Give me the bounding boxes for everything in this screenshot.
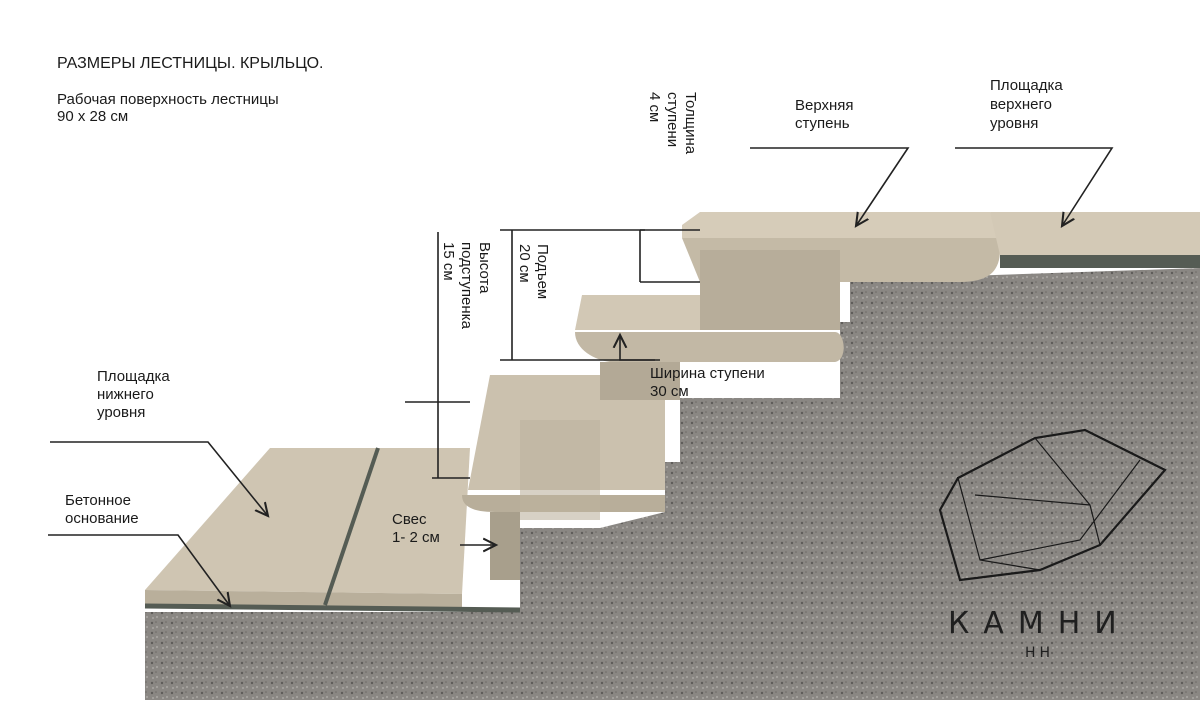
lower-landing-label-1: Площадка bbox=[97, 368, 170, 385]
top-step-label-1: Верхняя bbox=[795, 97, 854, 114]
thickness-label-1: Толщина bbox=[682, 92, 699, 155]
rise-label-1: Подъем bbox=[534, 244, 551, 300]
upper-landing-label-2: верхнего bbox=[990, 96, 1052, 113]
top-step-label-2: ступень bbox=[795, 115, 850, 132]
thickness-label-3: 4 см bbox=[646, 92, 663, 123]
lower-landing-label-3: уровня bbox=[97, 404, 146, 421]
leader-lines bbox=[48, 147, 1114, 606]
lower-landing-slab bbox=[145, 448, 470, 594]
brand-stone-icon bbox=[938, 428, 1167, 582]
brand-name: КАМНИ bbox=[948, 606, 1131, 641]
upper-landing-label-1: Площадка bbox=[990, 77, 1063, 94]
tread-width-label-2: 30 см bbox=[650, 383, 689, 400]
riser-height-label-2: подступенка bbox=[458, 242, 475, 329]
concrete-base-label-2: основание bbox=[65, 510, 139, 527]
thickness-label-2: ступени bbox=[664, 92, 681, 148]
lower-landing-label-2: нижнего bbox=[97, 386, 154, 403]
concrete-base-label-1: Бетонное bbox=[65, 492, 131, 509]
upper-landing-slab bbox=[990, 212, 1200, 255]
rise-label-2: 20 см bbox=[516, 244, 533, 283]
upper-landing-label-3: уровня bbox=[990, 115, 1039, 132]
brand-sub: НН bbox=[1025, 645, 1055, 661]
riser-height-label-3: 15 см bbox=[440, 242, 457, 281]
overhang-label-1: Свес bbox=[392, 511, 427, 528]
riser-height-label-1: Высота bbox=[476, 242, 493, 294]
step-3 bbox=[682, 212, 1000, 238]
overhang-label-2: 1- 2 см bbox=[392, 529, 440, 546]
page-title: РАЗМЕРЫ ЛЕСТНИЦЫ. КРЫЛЬЦО. bbox=[57, 55, 324, 72]
surface-line-2: 90 х 28 см bbox=[57, 108, 129, 125]
surface-line-1: Рабочая поверхность лестницы bbox=[57, 91, 279, 108]
tread-width-label-1: Ширина ступени bbox=[650, 365, 765, 382]
gravel-fill bbox=[145, 268, 1200, 700]
